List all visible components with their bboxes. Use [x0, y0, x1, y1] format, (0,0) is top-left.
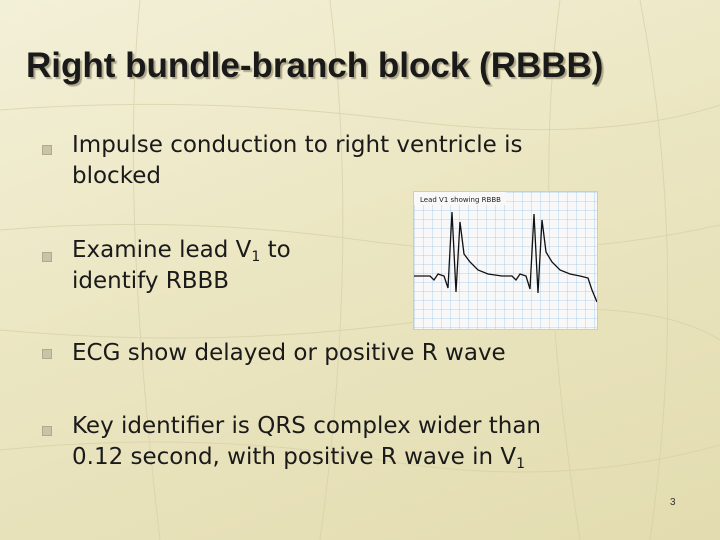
bullet-2-text: Examine lead V1 to identify RBBB [72, 235, 291, 297]
slide-title: Right bundle-branch block (RBBB) [26, 46, 604, 85]
bullet-4-line-1: Key identifier is QRS complex wider than [72, 413, 541, 439]
bullet-2-line-1b: to [260, 237, 291, 263]
bullet-4-line-2a: 0.12 second, with positive R wave in V [72, 444, 517, 470]
bullet-3-text: ECG show delayed or positive R wave [72, 338, 506, 369]
bullet-marker [42, 145, 52, 155]
bullet-marker [42, 426, 52, 436]
bullet-2-line-1a: Examine lead V [72, 237, 252, 263]
bullet-4-text: Key identifier is QRS complex wider than… [72, 411, 541, 473]
bullet-1-line-2: blocked [72, 163, 161, 189]
bullet-3-line-1: ECG show delayed or positive R wave [72, 340, 506, 366]
bullet-1-text: Impulse conduction to right ventricle is… [72, 130, 523, 192]
ecg-caption: Lead V1 showing RBBB [420, 196, 501, 204]
page-number: 3 [670, 497, 676, 508]
ecg-strip-image: Lead V1 showing RBBB [413, 191, 598, 330]
bullet-marker [42, 252, 52, 262]
subscript: 1 [516, 456, 526, 472]
bullet-1-line-1: Impulse conduction to right ventricle is [72, 132, 523, 158]
bullet-2-line-2: identify RBBB [72, 268, 230, 294]
subscript: 1 [251, 249, 261, 265]
bullet-marker [42, 349, 52, 359]
